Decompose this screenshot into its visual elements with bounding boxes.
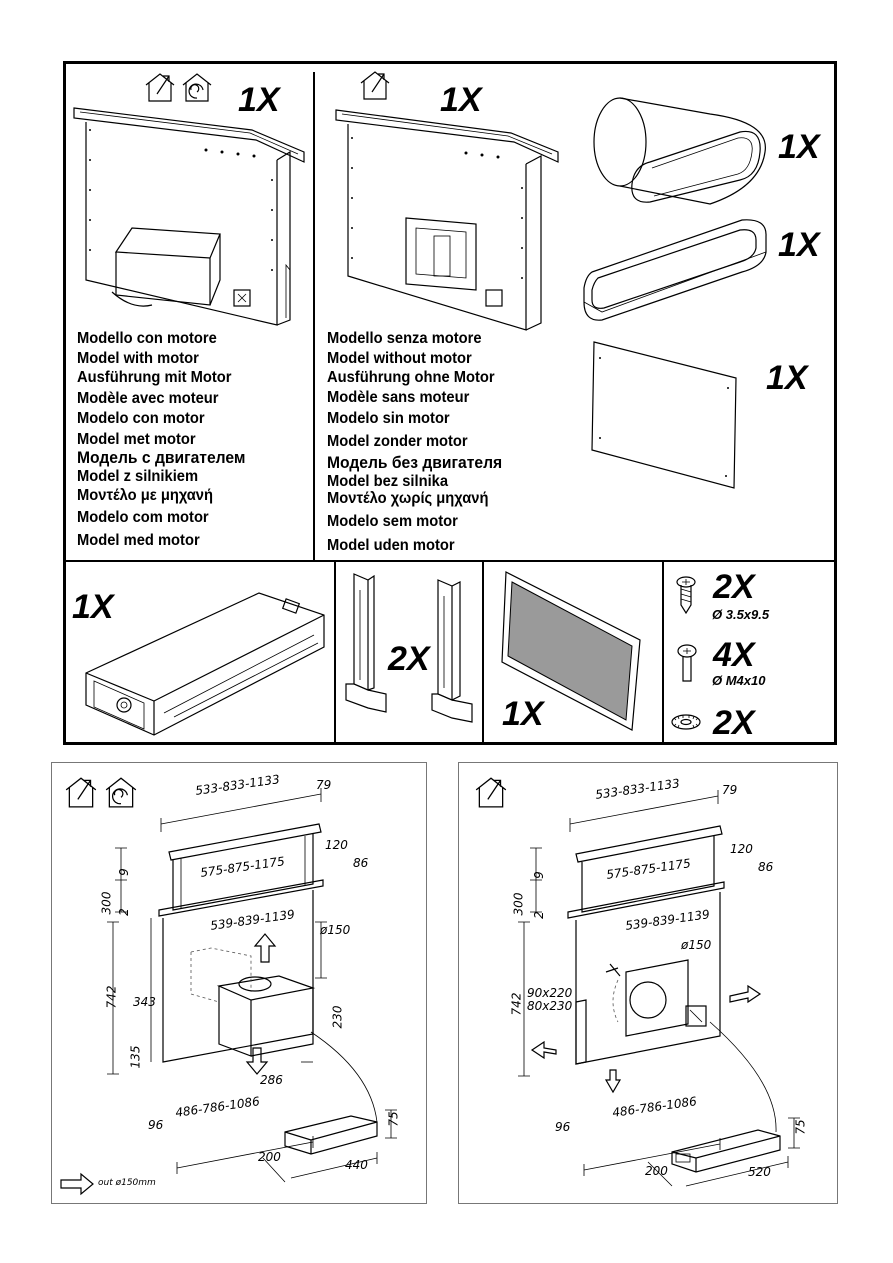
dimension-drawing-without-motor	[518, 790, 800, 1187]
divider-vertical-top	[313, 72, 315, 560]
label-de-with-motor: Ausführung mit Motor	[77, 369, 232, 386]
dim-with-9: 9	[116, 868, 131, 876]
parts-list-frame	[63, 61, 837, 745]
label-fr-without-motor: Modèle sans moteur	[327, 389, 470, 406]
dim-without-742: 742	[509, 992, 524, 1016]
round-duct-adapter-drawing	[593, 97, 766, 205]
dim-with-286: 286	[260, 1073, 283, 1087]
hood-with-motor-drawing	[73, 107, 305, 326]
dim-without-depth-top: 79	[722, 783, 738, 797]
spec-screw-b: Ø M4x10	[712, 673, 766, 688]
dim-with-742: 742	[104, 985, 119, 1009]
house-exhaust-icon-3	[65, 777, 97, 808]
dim-without-duct: ø150	[681, 938, 712, 952]
label-da-with-motor: Model med motor	[77, 532, 200, 549]
label-en-without-motor: Model without motor	[327, 350, 472, 367]
washer-icon	[671, 714, 701, 730]
drawing-without-motor-frame	[458, 762, 838, 1204]
dim-without-2: 2	[531, 911, 546, 919]
label-ru-without-motor: Модель без двигателя	[327, 453, 503, 472]
label-es-without-motor: Modelo sin motor	[327, 410, 450, 427]
label-el-with-motor: Μοντέλο με μηχανή	[77, 487, 213, 504]
house-exhaust-icon	[145, 73, 175, 102]
dim-without-86: 86	[758, 860, 774, 874]
back-panel-drawing	[591, 341, 737, 489]
motor-box-drawing	[85, 592, 325, 736]
dim-with-96: 96	[148, 1118, 164, 1132]
dim-with-135: 135	[128, 1045, 143, 1069]
label-de-without-motor: Ausführung ohne Motor	[327, 369, 495, 386]
grease-filter-drawing	[501, 571, 641, 731]
label-it-with-motor: Modello con motore	[77, 330, 217, 347]
qty-flat-duct: 1X	[778, 226, 820, 264]
house-recirculation-icon	[182, 73, 212, 102]
qty-filter: 1X	[502, 695, 544, 733]
label-pl-without-motor: Model bez silnika	[327, 473, 449, 490]
legend-out-duct: out ø150mm	[98, 1178, 156, 1188]
dim-without-opening-a: 90x220	[527, 986, 573, 1000]
label-pl-with-motor: Model z silnikiem	[77, 468, 199, 485]
label-ru-with-motor: Модель с двигателем	[77, 448, 246, 467]
qty-washer: 2X	[713, 704, 755, 742]
dim-with-86: 86	[353, 856, 369, 870]
label-es-with-motor: Modelo con motor	[77, 410, 205, 427]
house-exhaust-icon-2	[360, 71, 390, 100]
dim-with-depth-top: 79	[316, 778, 332, 792]
flat-duct-drawing	[583, 219, 767, 321]
dim-with-440: 440	[345, 1158, 368, 1172]
dim-without-300: 300	[511, 892, 526, 916]
spec-screw-a: Ø 3.5x9.5	[712, 607, 770, 622]
screw-b-icon	[677, 644, 697, 682]
dim-without-520: 520	[748, 1165, 771, 1179]
label-nl-with-motor: Model met motor	[77, 431, 196, 448]
dim-with-300: 300	[99, 891, 114, 915]
dim-with-120: 120	[325, 838, 348, 852]
label-da-without-motor: Model uden motor	[327, 537, 455, 554]
divider-bottom-3	[662, 560, 664, 745]
mounting-brackets-drawing	[345, 573, 473, 723]
qty-motor-box: 1X	[72, 588, 114, 626]
house-recirculation-icon-2	[105, 777, 137, 808]
dim-without-9: 9	[531, 871, 546, 879]
dim-with-343: 343	[133, 995, 156, 1009]
hood-without-motor-drawing	[335, 109, 559, 331]
drawing-with-motor-frame	[51, 762, 427, 1204]
label-el-without-motor: Μοντέλο χωρίς μηχανή	[327, 490, 489, 507]
dimension-drawing-with-motor	[60, 788, 397, 1196]
dim-with-230: 230	[330, 1005, 345, 1029]
qty-brackets: 2X	[388, 640, 430, 678]
dim-with-200: 200	[258, 1150, 281, 1164]
divider-bottom-1	[334, 560, 336, 745]
dim-without-75: 75	[793, 1119, 808, 1135]
dim-with-2: 2	[116, 908, 131, 916]
screw-a-icon	[676, 576, 696, 615]
dim-with-duct: ø150	[320, 923, 351, 937]
divider-bottom-2	[482, 560, 484, 745]
qty-panel: 1X	[766, 359, 808, 397]
dim-without-96: 96	[555, 1120, 571, 1134]
label-pt-with-motor: Modelo com motor	[77, 509, 209, 526]
label-it-without-motor: Modello senza motore	[327, 330, 482, 347]
dim-with-75: 75	[386, 1111, 401, 1127]
qty-screw-a: 2X	[713, 568, 755, 606]
divider-horizontal	[63, 560, 837, 562]
house-exhaust-icon-4	[475, 777, 507, 808]
label-pt-without-motor: Modelo sem motor	[327, 513, 458, 530]
qty-model-with-motor: 1X	[238, 81, 280, 119]
label-en-with-motor: Model with motor	[77, 350, 199, 367]
label-nl-without-motor: Model zonder motor	[327, 433, 468, 450]
qty-duct-adapter: 1X	[778, 128, 820, 166]
dim-without-120: 120	[730, 842, 753, 856]
dim-without-200: 200	[645, 1164, 668, 1178]
qty-model-without-motor: 1X	[440, 81, 482, 119]
label-fr-with-motor: Modèle avec moteur	[77, 390, 219, 407]
dim-without-opening-b: 80x230	[527, 999, 573, 1013]
qty-screw-b: 4X	[713, 636, 755, 674]
